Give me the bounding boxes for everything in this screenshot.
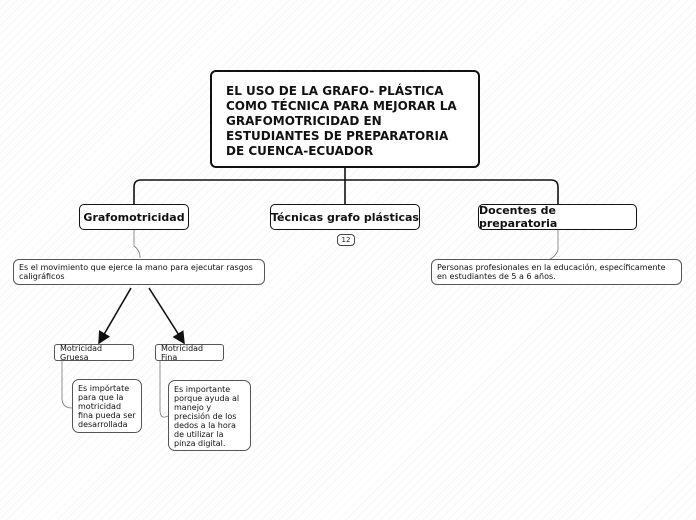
topic-docentes[interactable]: Docentes de preparatoria <box>478 204 637 230</box>
motricidad-gruesa-note-text: Es impórtate para que la motricidad fina… <box>78 384 136 429</box>
connector-grafo-desc <box>133 230 141 259</box>
motricidad-gruesa-note[interactable]: Es impórtate para que la motricidad fina… <box>72 379 142 433</box>
motricidad-fina-label: Motricidad Fina <box>161 343 204 362</box>
connector-docentes-desc <box>549 230 559 260</box>
topic-grafomotricidad-label: Grafomotricidad <box>83 210 185 224</box>
motricidad-gruesa[interactable]: Motricidad Gruesa <box>54 343 134 362</box>
root-topic[interactable]: EL USO DE LA GRAFO- PLÁSTICA COMO TÉCNIC… <box>210 70 480 168</box>
connector-gruesa-note <box>61 361 73 409</box>
topic-tecnicas-label: Técnicas grafo plásticas <box>271 210 419 224</box>
topic-grafomotricidad[interactable]: Grafomotricidad <box>79 204 189 230</box>
grafomotricidad-description[interactable]: Es el movimiento que ejerce la mano para… <box>13 259 265 285</box>
motricidad-gruesa-label: Motricidad Gruesa <box>60 343 103 362</box>
topic-docentes-label: Docentes de preparatoria <box>479 204 558 230</box>
connector-fina-note <box>159 361 169 418</box>
arrow-to-motricidad-fina <box>148 287 185 345</box>
grafomotricidad-description-text: Es el movimiento que ejerce la mano para… <box>19 263 253 281</box>
docentes-description[interactable]: Personas profesionales en la educación, … <box>431 259 682 285</box>
connector-to-grafomotricidad <box>133 179 345 204</box>
topic-tecnicas-count-badge[interactable]: 12 <box>337 234 355 246</box>
docentes-description-text: Personas profesionales en la educación, … <box>437 263 666 281</box>
connector-to-docentes <box>345 179 559 204</box>
motricidad-fina-note-text: Es importante porque ayuda al manejo y p… <box>174 385 240 448</box>
motricidad-fina[interactable]: Motricidad Fina <box>155 343 224 362</box>
motricidad-fina-note[interactable]: Es importante porque ayuda al manejo y p… <box>168 380 251 451</box>
arrow-to-motricidad-gruesa <box>98 287 132 345</box>
root-title: EL USO DE LA GRAFO- PLÁSTICA COMO TÉCNIC… <box>226 84 457 158</box>
topic-tecnicas[interactable]: Técnicas grafo plásticas <box>270 204 420 230</box>
